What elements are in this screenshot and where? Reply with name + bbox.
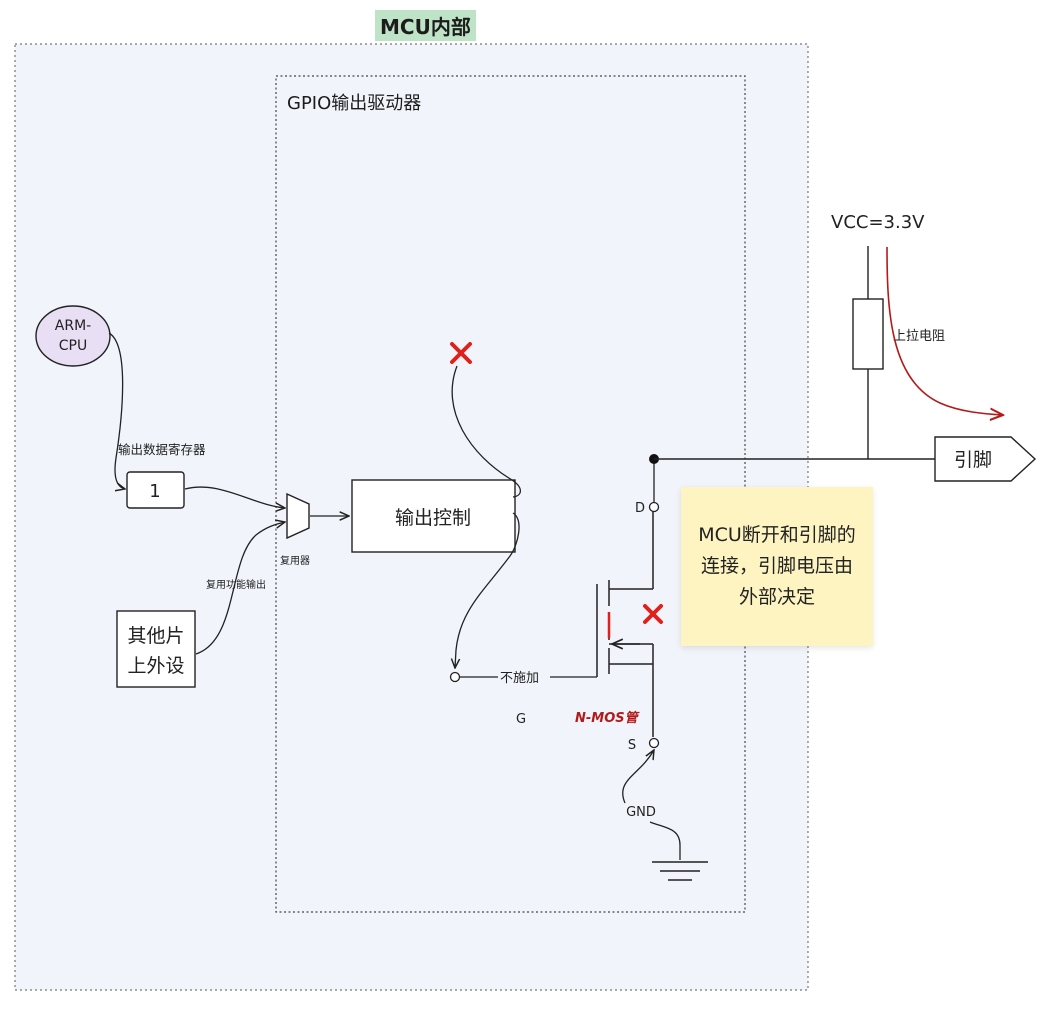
gate-label: G — [516, 712, 526, 727]
pullup-resistor — [852, 298, 884, 370]
register-to-mux-connector — [184, 486, 285, 508]
nmos-off-cross-icon — [643, 604, 663, 624]
ground-symbol-icon — [652, 861, 708, 881]
nmos-transistor — [596, 512, 654, 737]
on-chip-peripheral-box — [116, 610, 196, 688]
mcu-internal-title: MCU内部 — [375, 10, 476, 41]
nmos-label: N-MOS管 — [575, 710, 641, 726]
pullup-resistor-label: 上拉电阻 — [893, 329, 945, 344]
output-control-block — [351, 479, 516, 553]
on-chip-peripheral-label-line1: 其他片 — [127, 625, 184, 647]
output-control-label: 输出控制 — [395, 507, 471, 529]
pullup-current-arrow — [886, 246, 1003, 415]
gnd-label: GND — [626, 805, 656, 820]
drain-terminal — [648, 501, 660, 513]
pin-connector — [934, 436, 1037, 482]
disconnected-drive-path — [451, 365, 522, 498]
no-drive-label: 不施加 — [500, 671, 539, 686]
disconnected-cross-icon — [450, 342, 472, 364]
on-chip-peripheral-label-line2: 上外设 — [127, 655, 184, 677]
vcc-label: VCC=3.3V — [831, 212, 925, 233]
output-data-register-label: 输出数据寄存器 — [118, 442, 206, 457]
alt-function-output-label: 复用功能输出 — [206, 578, 266, 591]
gnd-to-source-connector — [622, 750, 654, 804]
drain-label: D — [635, 501, 645, 516]
gate-drive-path — [455, 512, 520, 668]
explanation-note-text: MCU断开和引脚的连接，引脚电压由外部决定 — [698, 524, 856, 608]
gpio-driver-title: GPIO输出驱动器 — [287, 93, 421, 114]
cpu-to-register-connector — [108, 332, 125, 489]
peripheral-to-mux-connector — [195, 522, 285, 655]
pin-label: 引脚 — [954, 449, 992, 471]
arm-cpu-label-line1: ARM- — [55, 318, 91, 334]
source-terminal — [648, 737, 660, 749]
source-label: S — [628, 738, 636, 753]
multiplexer-label: 复用器 — [280, 554, 310, 567]
gnd-wire — [649, 821, 681, 860]
output-data-register — [126, 471, 185, 509]
gate-terminal — [449, 671, 461, 683]
output-data-register-value: 1 — [149, 481, 160, 502]
multiplexer — [286, 492, 310, 540]
explanation-note: MCU断开和引脚的连接，引脚电压由外部决定 — [681, 487, 873, 646]
arm-cpu-node — [35, 305, 111, 367]
arm-cpu-label-line2: CPU — [59, 338, 87, 354]
